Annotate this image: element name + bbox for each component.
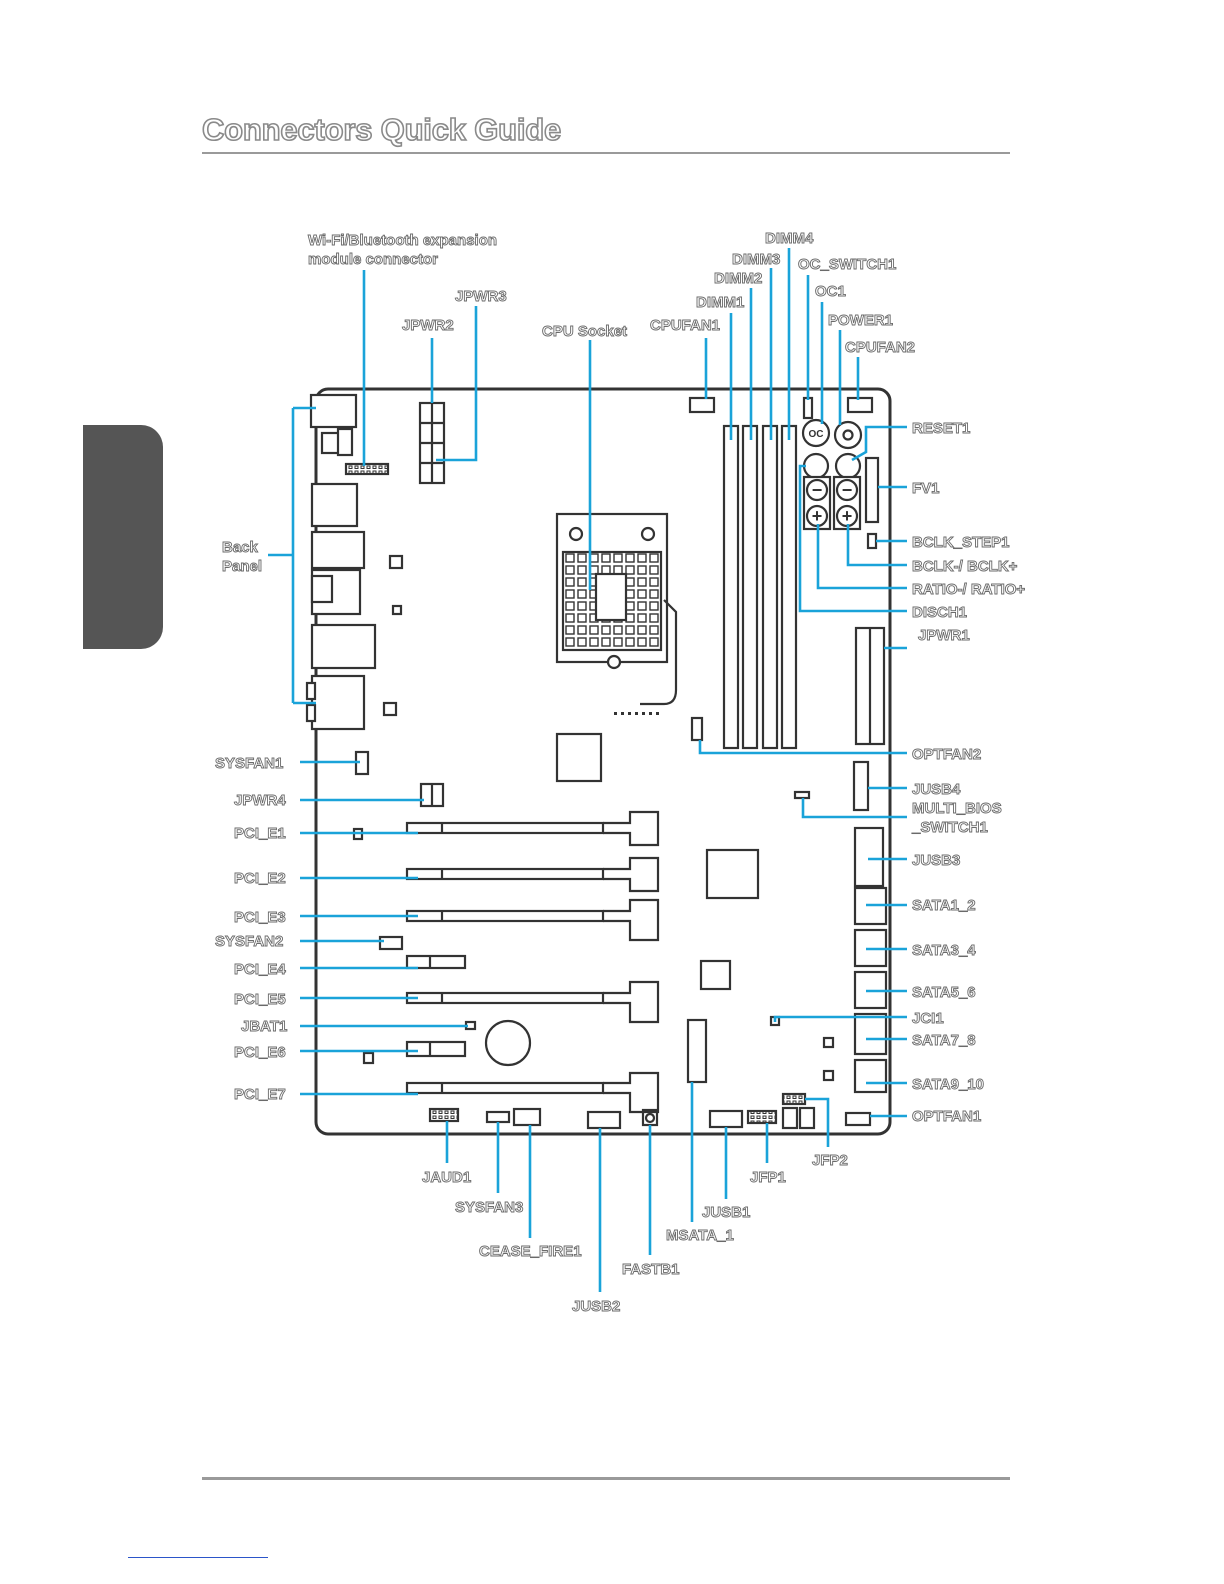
label-power1: POWER1 [828,312,893,329]
page-title: Connectors Quick Guide [201,111,562,148]
label-jpwr1: JPWR1 [918,627,970,644]
leader-lines [268,248,907,1292]
label-multi-bios-2: _SWITCH1 [911,819,988,836]
label-sata1-2: SATA1_2 [912,897,976,914]
label-optfan1: OPTFAN1 [912,1108,981,1125]
labels: Wi-Fi/Bluetooth expansion module connect… [215,230,1026,1316]
label-back-panel-2: Panel [222,558,262,575]
label-reset1: RESET1 [912,420,970,437]
footer-underline [128,1557,268,1558]
label-cease-fire1: CEASE_FIRE1 [479,1243,582,1260]
label-jpwr3: JPWR3 [455,288,507,305]
label-jci1: JCI1 [912,1010,944,1027]
label-sysfan1: SYSFAN1 [215,755,283,772]
label-dimm4: DIMM4 [765,230,814,247]
bottom-rule [202,1477,1010,1480]
minus-icon: − [842,480,853,500]
plus-icon: + [842,506,853,526]
label-dimm2: DIMM2 [714,270,762,287]
label-pci-e3: PCI_E3 [234,909,286,926]
label-jpwr4: JPWR4 [234,792,286,809]
label-pci-e1: PCI_E1 [234,825,286,842]
label-cpu-socket: CPU Socket [542,323,627,340]
label-back-panel: Back [222,539,259,556]
label-pci-e5: PCI_E5 [234,991,286,1008]
label-wifi: Wi-Fi/Bluetooth expansion [308,232,497,249]
label-sata3-4: SATA3_4 [912,942,976,959]
label-cpufan2: CPUFAN2 [845,339,915,356]
label-jfp2: JFP2 [812,1152,848,1169]
label-fv1: FV1 [912,480,940,497]
label-fastb1: FASTB1 [622,1261,680,1278]
label-sysfan3: SYSFAN3 [455,1199,523,1216]
label-sysfan2: SYSFAN2 [215,933,283,950]
label-msata-1: MSATA_1 [666,1227,734,1244]
label-sata5-6: SATA5_6 [912,984,976,1001]
label-ratio: RATIO-/ RATIO+ [912,581,1025,598]
label-wifi-2: module connector [308,251,438,268]
label-jusb3: JUSB3 [912,852,960,869]
label-optfan2: OPTFAN2 [912,746,981,763]
section-side-tab [83,425,163,649]
label-pci-e6: PCI_E6 [234,1044,286,1061]
label-jusb4: JUSB4 [912,781,961,798]
label-dimm1: DIMM1 [696,294,744,311]
label-pci-e7: PCI_E7 [234,1086,286,1103]
label-disch1: DISCH1 [912,604,967,621]
plus-icon: + [812,506,823,526]
label-sata9-10: SATA9_10 [912,1076,984,1093]
label-oc-switch1: OC_SWITCH1 [798,256,896,273]
label-oc1: OC1 [815,283,846,300]
label-jfp1: JFP1 [750,1169,786,1186]
board-components [305,393,888,1130]
label-jbat1: JBAT1 [241,1018,287,1035]
top-rule [202,152,1010,154]
oc-button-mark: OC [809,429,824,440]
label-pci-e4: PCI_E4 [234,961,286,978]
label-jpwr2: JPWR2 [402,317,454,334]
label-pci-e2: PCI_E2 [234,870,286,887]
label-multi-bios: MULTI_BIOS [912,800,1002,817]
pcie-slot-latches [428,810,660,1114]
label-bclk-step1: BCLK_STEP1 [912,534,1010,551]
label-bclk: BCLK-/ BCLK+ [912,558,1018,575]
dotted-row [614,712,659,715]
label-jusb1: JUSB1 [702,1204,750,1221]
label-dimm3: DIMM3 [732,251,780,268]
label-cpufan1: CPUFAN1 [650,317,720,334]
button-marks: OC − + − + [809,429,853,526]
label-jusb2: JUSB2 [572,1298,620,1315]
minus-icon: − [812,480,823,500]
label-sata7-8: SATA7_8 [912,1032,976,1049]
label-jaud1: JAUD1 [422,1169,471,1186]
